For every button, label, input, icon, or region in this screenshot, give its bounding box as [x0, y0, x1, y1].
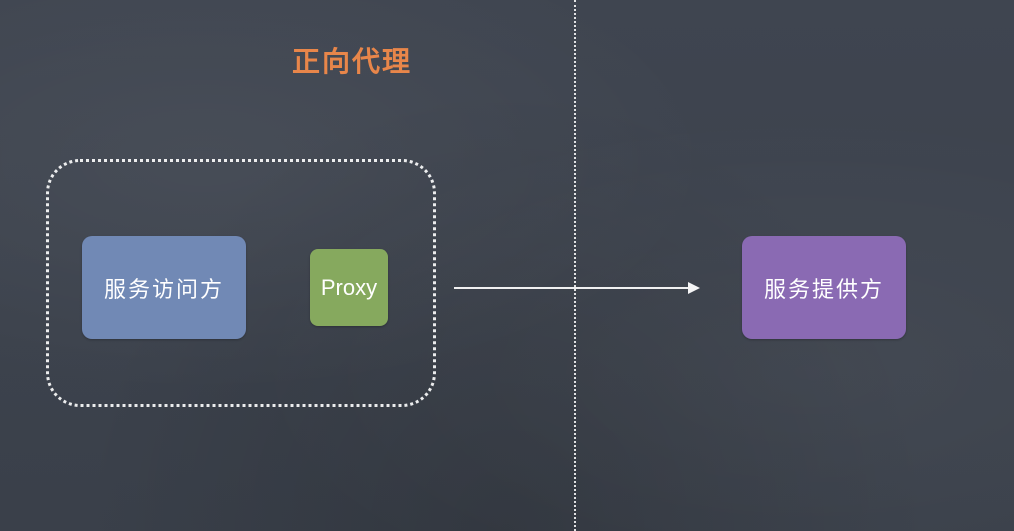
client-box-label: 服务访问方: [103, 277, 224, 303]
diagram-title: 正向代理: [292, 45, 413, 78]
proxy-box-label: Proxy: [320, 274, 378, 300]
proxy-box: Proxy: [310, 249, 388, 326]
request-arrow: [454, 282, 700, 294]
client-box: 服务访问方: [82, 236, 246, 339]
server-box-label: 服务提供方: [763, 277, 884, 303]
server-box: 服务提供方: [742, 236, 906, 339]
network-boundary-divider: [574, 0, 576, 531]
request-arrow-head: [688, 282, 700, 294]
client-side-group: [46, 159, 436, 407]
